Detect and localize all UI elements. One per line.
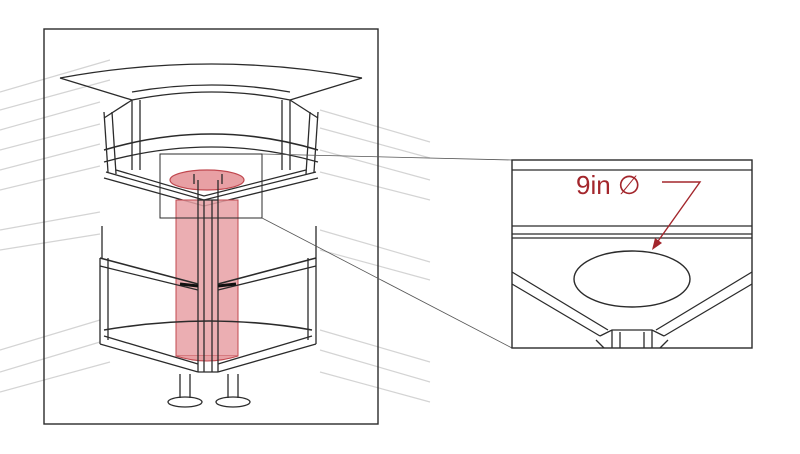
ghost-rails-right <box>319 109 431 403</box>
zoom-leader-bottom <box>261 217 513 349</box>
upper-tray <box>103 133 319 207</box>
upper-shelf <box>59 63 363 175</box>
detail-content <box>511 169 753 349</box>
ghost-rails-left <box>0 59 111 393</box>
dimension-callout: 9in ∅ <box>576 170 702 250</box>
zoom-leader-top <box>261 153 513 161</box>
main-view-frame <box>43 28 379 425</box>
center-leg <box>193 174 223 372</box>
zoom-source-box <box>159 153 263 219</box>
hole-ellipse <box>573 250 691 308</box>
base-feet <box>167 374 251 408</box>
dimension-label: 9in ∅ <box>576 170 641 200</box>
detail-view-frame <box>511 159 753 349</box>
lower-frame <box>99 226 317 373</box>
